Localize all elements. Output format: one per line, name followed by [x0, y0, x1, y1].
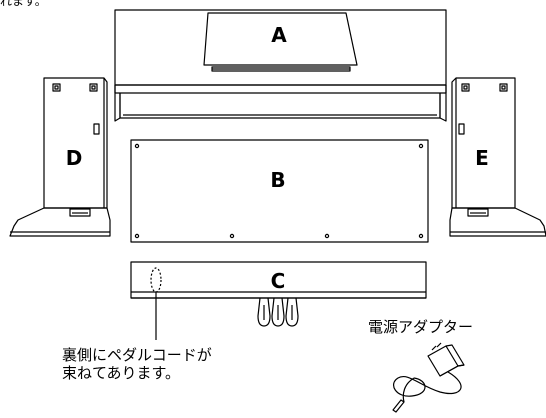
pedal-right	[285, 297, 299, 327]
part-a-main-unit	[114, 9, 447, 122]
part-label-d: D	[66, 146, 83, 170]
cut-off-heading-text: れます。	[0, 0, 47, 8]
part-label-c: C	[271, 269, 286, 293]
pedal-middle	[271, 297, 285, 327]
part-label-b: B	[270, 168, 285, 192]
part-c-pedal-box	[130, 261, 427, 340]
part-label-e: E	[475, 146, 489, 170]
pedal-left	[257, 297, 271, 327]
power-adapter-illustration	[392, 342, 465, 413]
part-e-right-side-panel	[449, 77, 546, 237]
part-b-back-board	[130, 139, 429, 243]
music-rest	[203, 12, 358, 66]
power-adapter-label: 電源アダプター	[368, 318, 474, 336]
pedal-cord-note-line1: 裏側にペダルコードが	[62, 346, 212, 364]
pedal-cord-note-line2: 束ねてあります。	[62, 364, 181, 382]
pedal-cord-marker	[150, 267, 162, 293]
part-label-a: A	[271, 23, 287, 47]
part-d-left-side-panel	[9, 77, 111, 237]
